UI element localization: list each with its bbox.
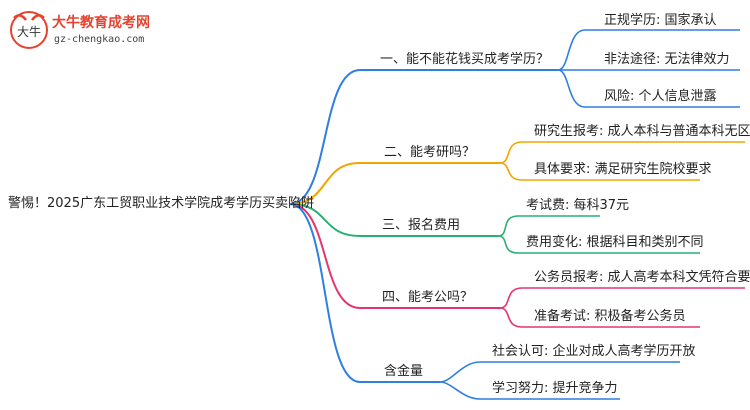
leaf-label: 非法途径: 无法律效力 [604, 52, 730, 67]
branch-connector [289, 203, 440, 383]
leaf-connector [557, 29, 740, 71]
leaf-connector [439, 381, 620, 400]
leaf-connector [499, 141, 745, 164]
leaf-label: 学习努力: 提升竞争力 [492, 381, 618, 396]
leaf-label: 准备考试: 积极备考公务员 [534, 309, 686, 324]
site-logo: 大牛 大牛教育成考网 gz-chengkao.com [8, 8, 198, 56]
leaf-label: 社会认可: 企业对成人高考学历开放 [492, 344, 696, 359]
leaf-label: 正规学历: 国家承认 [604, 13, 717, 28]
branch-label: 一、能不能花钱买成考学历？ [380, 52, 550, 67]
bull-logo-icon: 大牛 [10, 11, 48, 49]
leaf-connector [499, 287, 745, 309]
leaf-connector [439, 361, 680, 383]
leaf-label: 研究生报考: 成人本科与普通本科无区别 [534, 124, 750, 139]
root-topic: 警惕！2025广东工贸职业技术学院成考学历买卖陷阱 [8, 196, 315, 211]
leaf-label: 考试费: 每科37元 [526, 198, 630, 213]
leaf-label: 风险: 个人信息泄露 [604, 89, 717, 104]
leaf-label: 费用变化: 根据科目和类别不同 [526, 235, 704, 250]
leaf-connector [497, 235, 700, 254]
branch-connector [289, 162, 500, 205]
leaf-connector [499, 162, 700, 181]
branch-connector [289, 203, 498, 237]
logo-mark: 大牛 [17, 24, 41, 39]
leaf-connector [499, 307, 700, 328]
branch-connector [289, 203, 500, 309]
branch-label: 二、能考研吗？ [384, 145, 476, 160]
branch-label: 四、能考公吗？ [382, 290, 474, 305]
leaf-label: 公务员报考: 成人高考本科文凭符合要求 [534, 270, 750, 285]
leaf-connector [557, 69, 740, 108]
leaf-label: 具体要求: 满足研究生院校要求 [534, 162, 712, 177]
logo-brand: 大牛教育成考网 [52, 15, 150, 31]
branch-label: 含金量 [384, 364, 424, 379]
logo-domain: gz-chengkao.com [54, 34, 145, 45]
branch-connector [289, 69, 558, 205]
leaf-connector [497, 215, 600, 237]
branch-label: 三、报名费用 [382, 218, 461, 233]
